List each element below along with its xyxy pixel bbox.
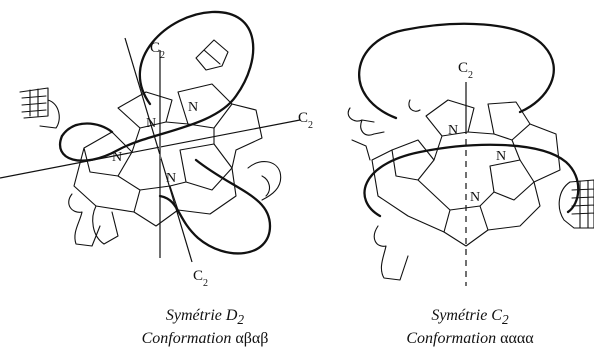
left-caption-symmetry: Symétrie D2 (165, 307, 245, 328)
left-outer-ring-right (231, 103, 263, 169)
right-picket-top-left (408, 99, 421, 112)
left-meso-4 (117, 175, 141, 191)
left-strap-top (59, 10, 255, 162)
left-picket-top-right (195, 39, 229, 71)
right-outer-ring-right (529, 123, 561, 183)
right-caption-conformation: Conformation αααα (406, 330, 534, 348)
left-strap-link (60, 122, 114, 138)
right-outer-ring-left (371, 149, 445, 233)
left-meso-5 (169, 181, 187, 187)
right-molecule: C2 N N N (347, 22, 594, 286)
left-nitrogen-3: N (112, 150, 122, 165)
right-caption: Symétrie C2 Conformation αααα (345, 306, 594, 348)
right-pyrrole-ring-left (391, 139, 435, 181)
left-picket-top-left (19, 87, 60, 129)
left-pyrrole-ring-right (177, 83, 233, 129)
right-meso-4 (417, 179, 451, 211)
right-meso-3 (511, 139, 521, 161)
left-pyrrole-ring-top (117, 91, 173, 129)
left-axis-label-top: C2 (150, 40, 165, 61)
right-nitrogen-2: N (496, 149, 506, 164)
left-meso-2 (165, 121, 189, 125)
right-pyrrole-ring-right (487, 101, 531, 141)
right-meso-5 (479, 191, 495, 207)
left-picket-right (247, 161, 282, 201)
right-picket-left-2 (351, 139, 371, 161)
left-outer-ring-bottom (177, 167, 237, 215)
right-picket-left (347, 107, 385, 136)
right-nitrogen-1: N (448, 123, 458, 138)
left-caption-conformation: Conformation αβαβ (141, 330, 269, 348)
right-outer-ring-bottom (487, 181, 541, 231)
left-axis-label-bottom: C2 (193, 268, 208, 289)
left-c2-axis-diagonal (124, 37, 193, 263)
right-meso-2 (467, 131, 495, 135)
right-caption-symmetry: Symétrie C2 (431, 307, 509, 328)
left-picket-bottom-left (68, 193, 101, 247)
left-c2-axis-horizontal (0, 119, 301, 179)
left-nitrogen-1: N (146, 116, 156, 131)
left-pyrrole-ring-bottom (133, 185, 179, 227)
left-nitrogen-4: N (166, 171, 176, 186)
right-picket-bottom-left (373, 225, 409, 281)
left-picket-bottom-inner (92, 205, 119, 245)
left-meso-1 (131, 127, 141, 153)
right-axis-label-top: C2 (458, 60, 473, 81)
right-nitrogen-3: N (470, 190, 480, 205)
left-pyrrole-ring-left (83, 131, 133, 177)
left-molecule: C2 C2 C2 N N N N (0, 10, 313, 289)
right-picket-right (558, 179, 594, 229)
right-strap-bottom (363, 143, 580, 218)
right-pyrrole-ring-bottom (443, 205, 489, 247)
left-outer-ring-left (73, 147, 135, 213)
left-nitrogen-2: N (188, 100, 198, 115)
right-strap-top (358, 22, 555, 120)
left-strap-bottom (158, 158, 272, 255)
left-caption: Symétrie D2 Conformation αβαβ (80, 306, 330, 348)
right-pyrrole-ring-top (425, 99, 475, 137)
left-axis-label-right: C2 (298, 110, 313, 131)
right-pyrrole-ring-mid-right (489, 159, 535, 201)
